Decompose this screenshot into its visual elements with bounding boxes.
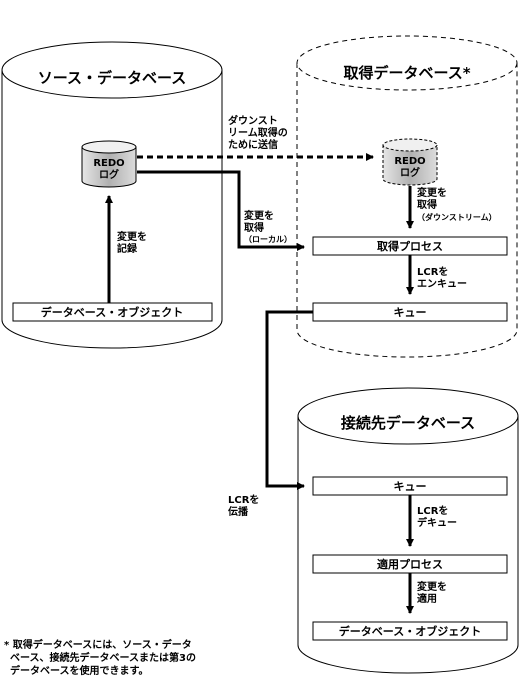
capture-database-cylinder — [296, 35, 518, 358]
destination-database-objects-label: データベース・オブジェクト — [339, 624, 481, 638]
source-database-objects-label: データベース・オブジェクト — [41, 305, 183, 319]
capture-database-title: 取得データベース* — [343, 64, 470, 82]
capture-downstream-label-3: （ダウンストリーム） — [417, 212, 497, 222]
footnote-line-1: * 取得データベースには、ソース・データ — [4, 638, 192, 651]
propagate-label-2: 伝播 — [228, 505, 249, 518]
capture-process-label: 取得プロセス — [377, 239, 443, 253]
destination-database-title: 接続先データベース — [341, 414, 475, 432]
dequeue-label-2: デキュー — [417, 516, 457, 529]
capture-local-label-1: 変更を — [244, 209, 274, 222]
capture-redo-log-label-1: REDO — [394, 156, 425, 167]
source-database-objects-box — [12, 302, 213, 322]
downstream-send-label-1: ダウンスト — [228, 114, 278, 127]
destination-database-objects-box — [312, 621, 508, 641]
enqueue-label-2: エンキュー — [417, 278, 467, 290]
apply-changes-label-1: 変更を — [417, 580, 447, 593]
capture-local-label-2: 取得 — [244, 221, 264, 234]
capture-downstream-label-1: 変更を — [417, 186, 447, 199]
record-changes-label-2: 記録 — [117, 242, 138, 255]
footnote-line-2: ベース、接続先データベースまたは第3の — [10, 651, 196, 664]
footnote-line-3: データベースを使用できます。 — [10, 664, 149, 677]
capture-redo-log-label-2: ログ — [400, 166, 420, 179]
downstream-send-label-2: リーム取得の — [228, 126, 288, 139]
capture-queue-label: キュー — [394, 306, 427, 319]
capture-downstream-label-2: 取得 — [417, 198, 437, 211]
dequeue-label-1: LCRを — [417, 505, 448, 517]
destination-queue-label: キュー — [394, 480, 427, 493]
source-redo-log-label-2: ログ — [99, 168, 119, 181]
enqueue-label-1: LCRを — [417, 266, 448, 278]
source-database-cylinder — [1, 41, 223, 349]
source-redo-log-label-1: REDO — [93, 158, 124, 169]
record-changes-label-1: 変更を — [117, 230, 147, 243]
source-redo-log-icon — [81, 140, 137, 188]
propagate-label-1: LCRを — [228, 494, 259, 506]
propagate-arrow — [265, 310, 313, 490]
apply-process-label: 適用プロセス — [377, 557, 443, 571]
source-database-title: ソース・データベース — [38, 69, 187, 87]
downstream-send-label-3: ために送信 — [228, 138, 278, 151]
capture-local-label-3: （ローカル） — [244, 234, 292, 244]
local-capture-arrow — [137, 170, 305, 251]
capture-redo-log-icon — [382, 138, 438, 186]
apply-changes-label-2: 適用 — [417, 592, 437, 605]
